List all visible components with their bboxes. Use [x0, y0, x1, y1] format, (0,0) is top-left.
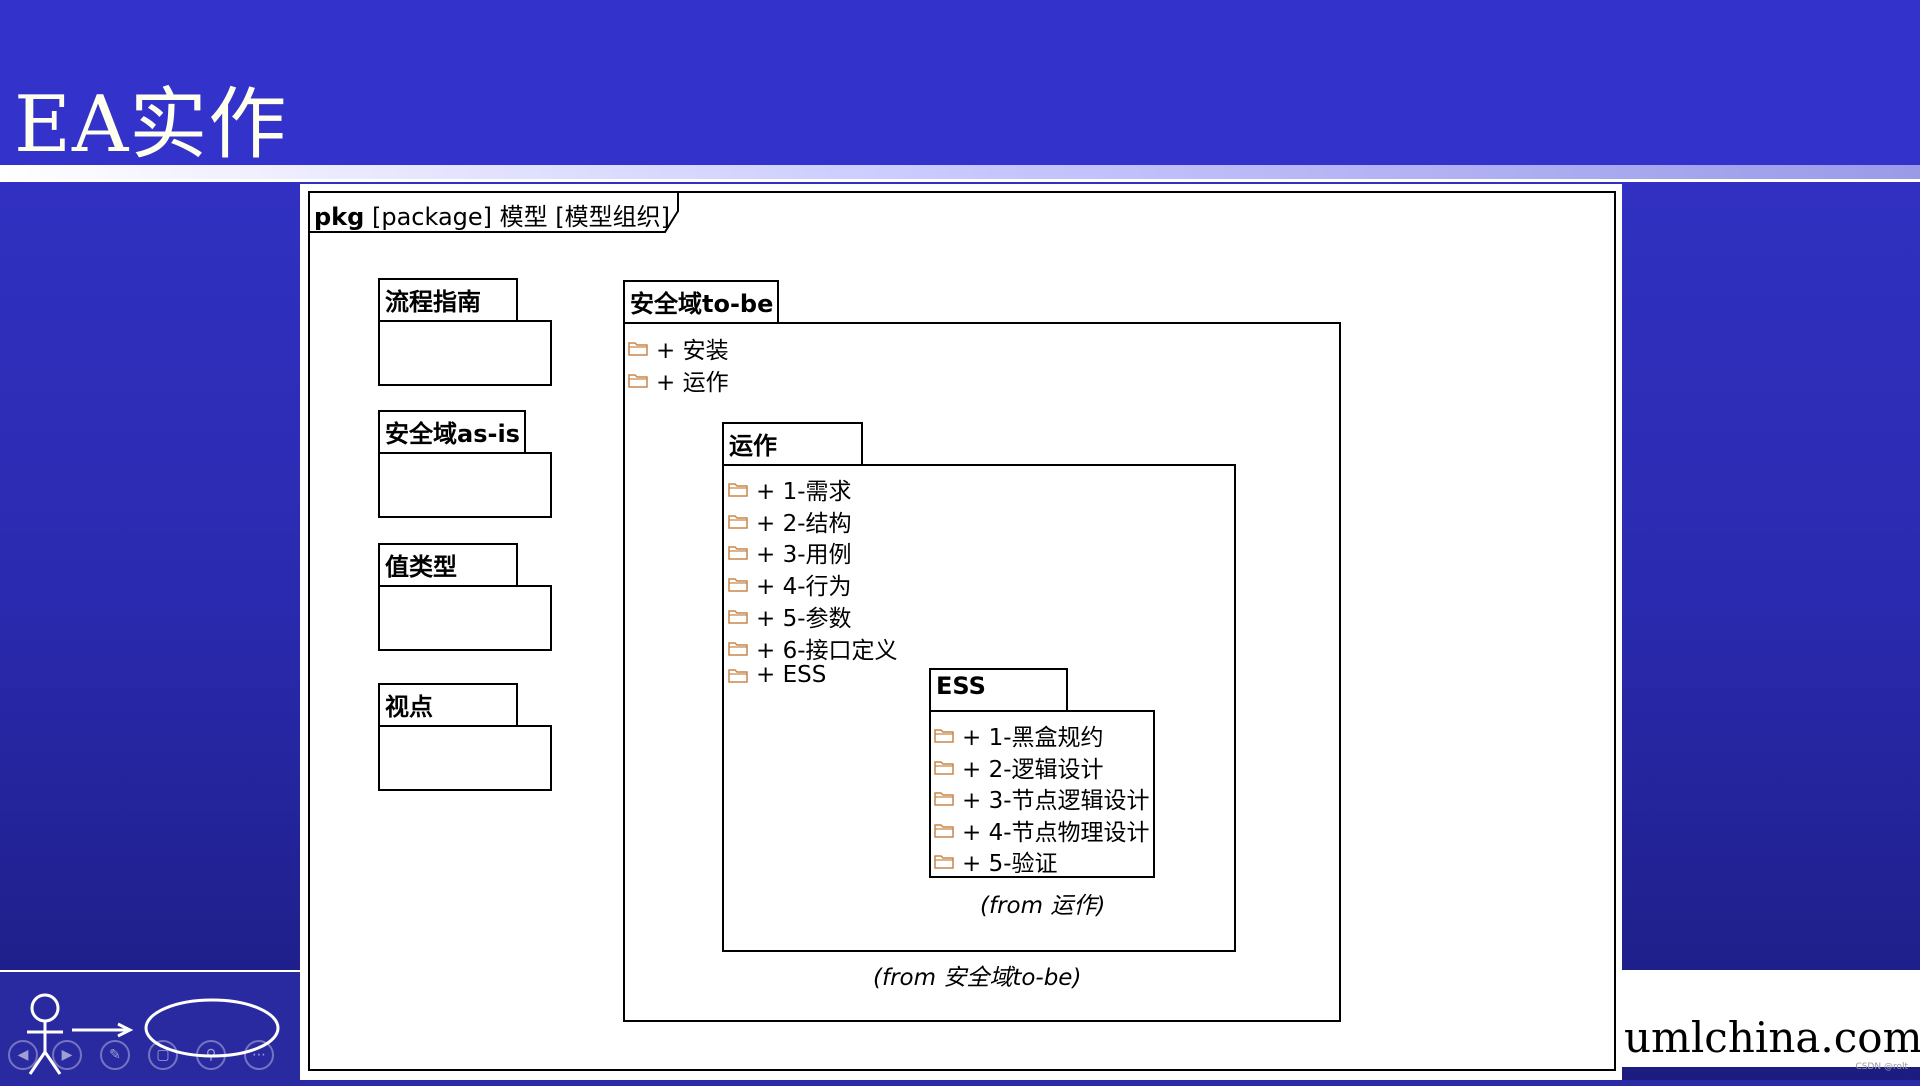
- from-label-to-be: (from 安全域to-be): [873, 965, 1082, 991]
- site-strip: [1622, 970, 1920, 1007]
- package-tab-viewpoints[interactable]: 视点: [378, 683, 518, 727]
- folder-icon: [934, 729, 954, 743]
- ess-package-item[interactable]: + 2-逻辑设计: [934, 750, 1104, 784]
- package-body-ess[interactable]: [929, 710, 1155, 878]
- operation-package-item[interactable]: + 2-结构: [728, 504, 852, 538]
- ess-package-item-label: + 1-黑盒规约: [962, 725, 1104, 751]
- package-tab-operation[interactable]: 运作: [722, 422, 863, 466]
- folder-icon: [728, 483, 748, 497]
- folder-icon: [728, 669, 748, 683]
- package-tab-as-is[interactable]: 安全域as-is: [378, 410, 526, 454]
- slides-icon[interactable]: ▢: [148, 1040, 178, 1070]
- folder-icon: [934, 792, 954, 806]
- operation-package-item-label: + 5-参数: [756, 605, 852, 632]
- ess-package-item-label: + 4-节点物理设计: [962, 819, 1150, 846]
- header-strip: [0, 165, 1920, 179]
- ess-package-item[interactable]: + 3-节点逻辑设计: [934, 781, 1150, 815]
- package-body-as-is[interactable]: [378, 452, 552, 518]
- folder-icon: [628, 374, 648, 388]
- operation-package-item-label: + ESS: [756, 662, 827, 689]
- package-tab-to-be[interactable]: 安全域to-be: [623, 280, 779, 324]
- package-tab-value-types[interactable]: 值类型: [378, 543, 518, 587]
- operation-package-item-label: + 3-用例: [756, 542, 852, 569]
- more-icon[interactable]: ⋯: [244, 1040, 274, 1070]
- watermark: CSDN @rolt: [1855, 1062, 1908, 1072]
- folder-icon: [628, 342, 648, 356]
- ess-package-item[interactable]: + 5-验证: [934, 844, 1058, 878]
- folder-icon: [728, 578, 748, 592]
- folder-icon: [934, 855, 954, 869]
- operation-package-item-label: + 1-需求: [756, 479, 852, 505]
- to-be-package-item[interactable]: + 运作: [628, 363, 729, 397]
- operation-package-item[interactable]: + 4-行为: [728, 567, 852, 601]
- slide-title: EA实作: [14, 80, 288, 170]
- operation-package-item[interactable]: + ESS: [728, 662, 826, 688]
- frame-label-border: [308, 191, 679, 233]
- header-strip-line: [0, 179, 1920, 182]
- zoom-icon[interactable]: ⚲: [196, 1040, 226, 1070]
- to-be-package-item[interactable]: + 安装: [628, 331, 729, 365]
- package-body-value-types[interactable]: [378, 585, 552, 651]
- prev-icon[interactable]: ◀: [8, 1040, 38, 1070]
- operation-package-item-label: + 6-接口定义: [756, 637, 898, 664]
- from-label-operation: (from 运作): [980, 893, 1106, 919]
- frame-label-rest: [package] 模型 [模型组织]: [371, 203, 670, 231]
- folder-icon: [728, 641, 748, 656]
- operation-package-item[interactable]: + 1-需求: [728, 472, 852, 506]
- folder-icon: [728, 610, 748, 624]
- website-label: umlchina.com: [1622, 1007, 1920, 1067]
- header-band: [0, 0, 1920, 165]
- ess-package-item[interactable]: + 1-黑盒规约: [934, 718, 1104, 752]
- folder-icon: [934, 760, 954, 775]
- to-be-package-item-label: + 安装: [656, 338, 729, 364]
- folder-icon: [934, 823, 954, 838]
- folder-icon: [728, 546, 748, 561]
- folder-icon: [728, 514, 748, 529]
- package-body-viewpoints[interactable]: [378, 725, 552, 791]
- ess-package-item[interactable]: + 4-节点物理设计: [934, 813, 1150, 847]
- frame-label-text: pkg [package] 模型 [模型组织]: [314, 197, 670, 232]
- operation-package-item[interactable]: + 3-用例: [728, 535, 852, 569]
- ess-package-item-label: + 5-验证: [962, 851, 1058, 877]
- to-be-package-item-label: + 运作: [656, 370, 729, 396]
- pen-icon[interactable]: ✎: [100, 1040, 130, 1070]
- ess-package-item-label: + 3-节点逻辑设计: [962, 788, 1150, 814]
- next-icon[interactable]: ▶: [52, 1040, 82, 1070]
- operation-package-item-label: + 2-结构: [756, 510, 852, 537]
- operation-package-item-label: + 4-行为: [756, 574, 852, 601]
- frame-label-kind: pkg: [314, 203, 365, 231]
- package-body-process-guide[interactable]: [378, 320, 552, 386]
- operation-package-item[interactable]: + 5-参数: [728, 599, 852, 633]
- ess-package-item-label: + 2-逻辑设计: [962, 756, 1104, 783]
- operation-package-item[interactable]: + 6-接口定义: [728, 631, 898, 665]
- package-tab-ess[interactable]: ESS: [929, 668, 1068, 712]
- package-tab-process-guide[interactable]: 流程指南: [378, 278, 518, 322]
